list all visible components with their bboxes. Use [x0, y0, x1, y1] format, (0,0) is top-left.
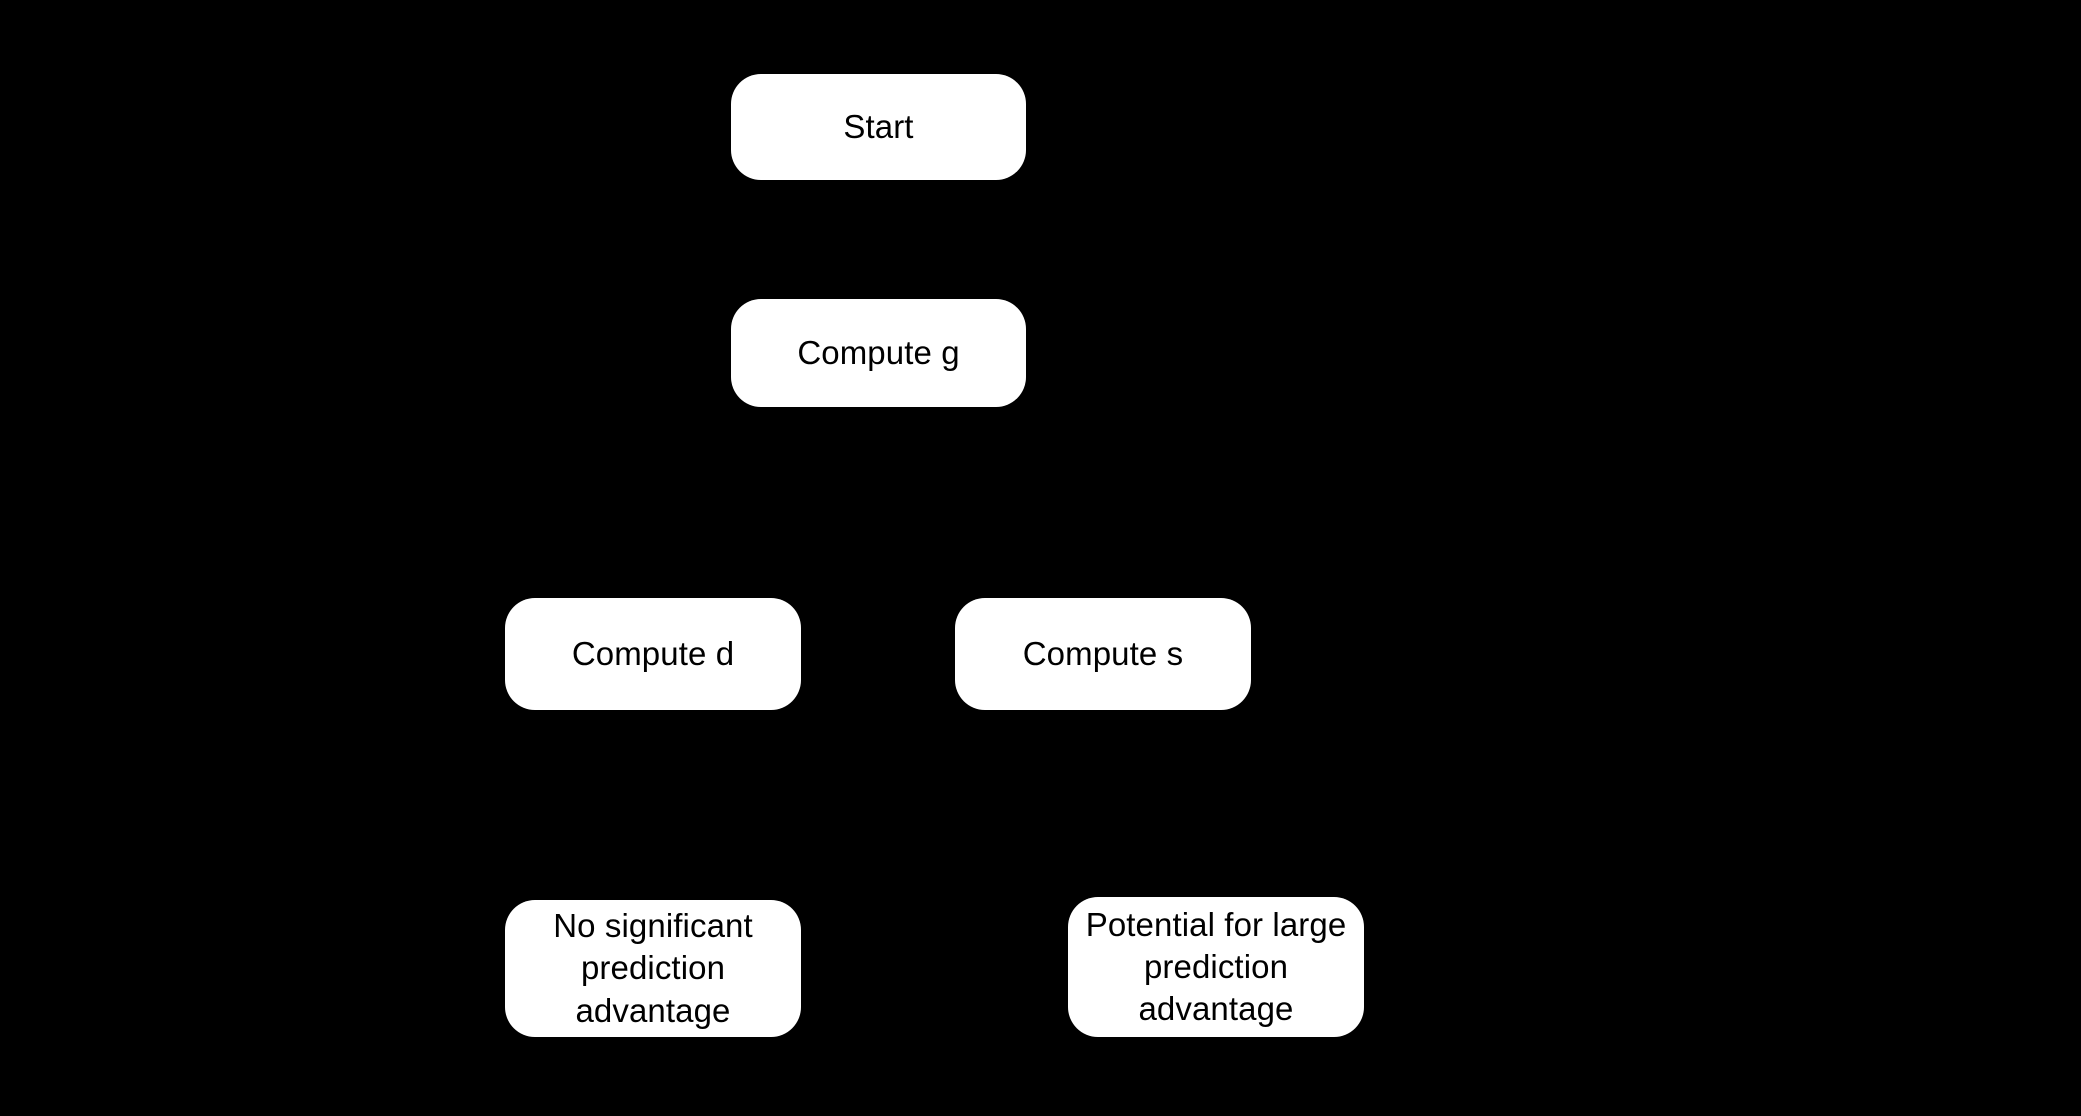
node-no-significant-prediction-advantage-label: No significant prediction advantage — [553, 907, 753, 1029]
node-potential-for-large-prediction-advantage[interactable]: Potential for large prediction advantage — [1068, 897, 1364, 1037]
edge-compute-s-to-potential-advantage — [1101, 709, 1216, 898]
node-compute-s-label: Compute s — [1022, 634, 1184, 672]
node-start-label: Start — [843, 107, 914, 145]
node-compute-d[interactable]: Compute d — [505, 598, 801, 710]
node-compute-g[interactable]: Compute g — [731, 299, 1026, 407]
node-start[interactable]: Start — [731, 74, 1026, 180]
edge-compute-g-to-compute-s — [939, 406, 1103, 599]
node-compute-g-label: Compute g — [797, 333, 960, 371]
node-compute-s[interactable]: Compute s — [955, 598, 1251, 710]
edge-compute-g-to-compute-d — [653, 406, 818, 599]
node-no-significant-prediction-advantage[interactable]: No significant prediction advantage — [505, 900, 801, 1037]
node-compute-d-label: Compute d — [571, 634, 735, 672]
node-potential-for-large-prediction-advantage-label: Potential for large prediction advantage — [1085, 905, 1347, 1028]
